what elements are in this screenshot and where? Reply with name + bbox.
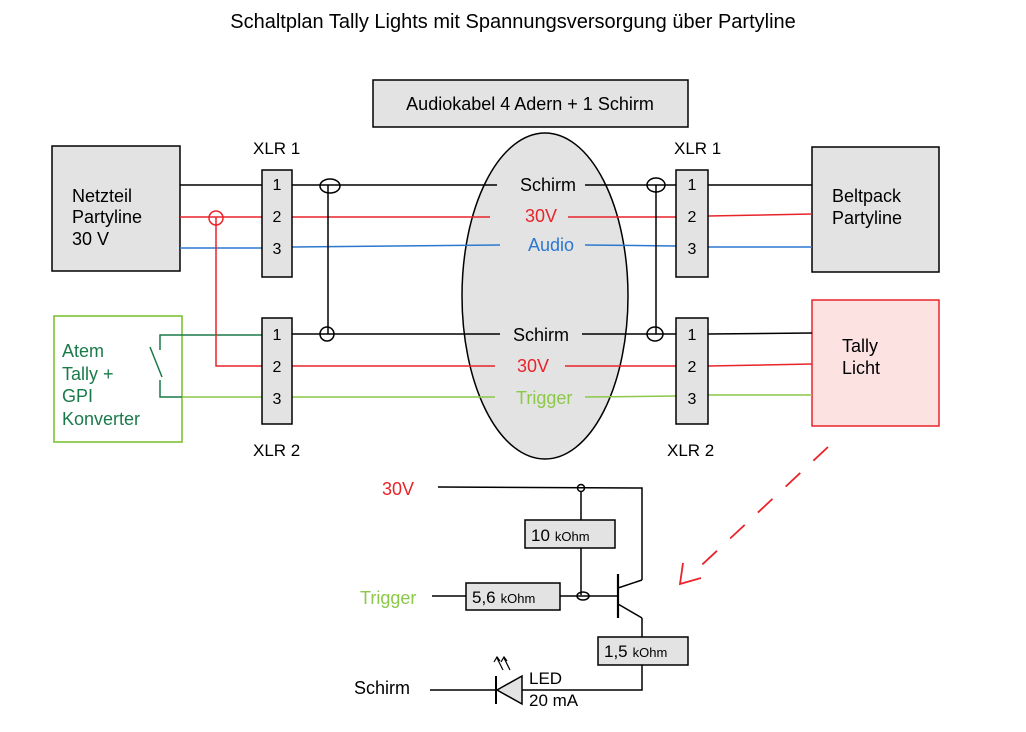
circuit-30v-node — [576, 483, 586, 493]
xlr2-right-label: XLR 2 — [667, 441, 714, 460]
xlr1-right-label: XLR 1 — [674, 139, 721, 158]
beltpack-label-2: Partyline — [832, 208, 902, 228]
circuit-30v-label: 30V — [382, 479, 414, 499]
tally-label-2: Licht — [842, 358, 880, 378]
netzteil-label-2: Partyline — [72, 207, 142, 227]
cable-ellipse — [461, 132, 629, 460]
label-bot-schirm: Schirm — [513, 325, 569, 345]
atem-switch-contact — [149, 346, 163, 378]
circuit-30v-wire — [437, 486, 643, 580]
wire-top-audio-mid-left — [291, 244, 501, 248]
xlr2-left-connector: 1 2 3 — [261, 317, 293, 425]
atem-switch-wire-top — [159, 334, 262, 350]
xlr1-left-label: XLR 1 — [253, 139, 300, 158]
atem-switch-wire-bottom — [159, 380, 182, 398]
netzteil-label-1: Netzteil — [72, 186, 132, 206]
detail-arrow-line — [689, 446, 829, 577]
power-jumper-node — [208, 210, 224, 226]
netzteil-label-3: 30 V — [72, 229, 109, 249]
xlr1-right-pin-3: 3 — [688, 241, 697, 258]
shield-node-right-top — [646, 177, 666, 193]
circuit-base-node — [576, 591, 590, 601]
xlr1-left-pin-1: 1 — [273, 177, 282, 194]
beltpack-box — [811, 146, 940, 273]
label-top-audio: Audio — [528, 235, 574, 255]
netzteil-box — [51, 145, 181, 272]
xlr1-left-pin-3: 3 — [273, 241, 282, 258]
circuit-trigger-label: Trigger — [360, 588, 416, 608]
label-top-30v: 30V — [525, 206, 557, 226]
power-jumper-wire — [215, 217, 262, 367]
xlr2-right-pin-3: 3 — [688, 391, 697, 408]
resistor-r2 — [465, 582, 561, 611]
led-light-rays-icon — [493, 655, 511, 671]
wire-top-power-right — [707, 213, 813, 217]
led-symbol — [495, 674, 523, 706]
xlr2-right-pin-2: 2 — [688, 359, 697, 376]
atem-label-1: Atem — [62, 341, 104, 361]
xlr2-left-label: XLR 2 — [253, 441, 300, 460]
atem-label-4: Konverter — [62, 409, 140, 429]
label-bot-30v: 30V — [517, 356, 549, 376]
xlr2-left-pin-3: 3 — [273, 391, 282, 408]
resistor-r1 — [524, 519, 616, 549]
transistor-emitter — [617, 603, 643, 619]
wire-top-audio-mid-right — [584, 244, 677, 247]
atem-label-3: GPI — [62, 386, 93, 406]
tally-box — [811, 299, 940, 427]
tally-label-1: Tally — [842, 336, 878, 356]
led-label-2: 20 mA — [529, 691, 579, 710]
circuit-schirm-label: Schirm — [354, 678, 410, 698]
xlr2-right-pin-1: 1 — [688, 327, 697, 344]
xlr2-left-pin-1: 1 — [273, 327, 282, 344]
atem-label-2: Tally + — [62, 364, 114, 384]
wire-bot-shield-right — [707, 332, 813, 335]
circuit-led-wire — [522, 665, 643, 691]
xlr1-right-connector: 1 2 3 — [675, 169, 709, 278]
xlr1-right-pin-2: 2 — [688, 209, 697, 226]
detail-arrow-head — [678, 562, 702, 586]
label-top-schirm: Schirm — [520, 175, 576, 195]
xlr1-right-pin-1: 1 — [688, 177, 697, 194]
shield-node-left-top — [319, 178, 341, 194]
transistor-collector — [617, 579, 643, 589]
resistor-r3 — [597, 636, 689, 666]
cable-label-box — [372, 79, 689, 128]
xlr1-left-connector: 1 2 3 — [261, 169, 293, 278]
xlr2-left-pin-2: 2 — [273, 359, 282, 376]
cable-label: Audiokabel 4 Adern + 1 Schirm — [406, 94, 654, 114]
beltpack-label-1: Beltpack — [832, 186, 902, 206]
diagram-title: Schaltplan Tally Lights mit Spannungsver… — [230, 11, 796, 33]
xlr2-right-connector: 1 2 3 — [675, 317, 709, 425]
label-bot-trigger: Trigger — [516, 388, 572, 408]
led-label-1: LED — [529, 669, 562, 688]
wire-bot-power-right — [707, 363, 813, 367]
shield-node-right-bottom — [646, 326, 664, 342]
wire-bot-trigger-mid-right — [584, 395, 677, 398]
shield-node-left-bottom — [319, 326, 335, 342]
xlr1-left-pin-2: 2 — [273, 209, 282, 226]
